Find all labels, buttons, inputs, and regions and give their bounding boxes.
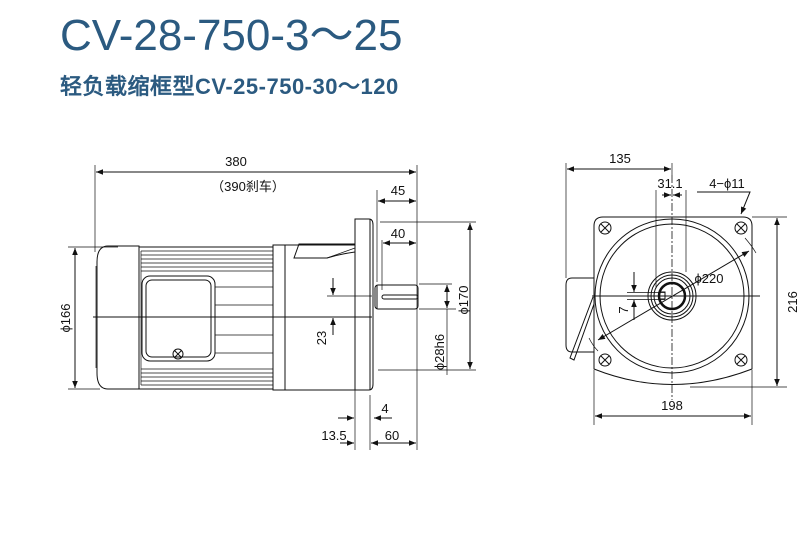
- page-title: CV-28-750-3～25: [60, 11, 403, 60]
- dim-4: 4: [381, 401, 388, 416]
- output-shaft: [374, 284, 419, 310]
- dim-4-holes-phi-11: 4−ϕ11: [709, 176, 745, 191]
- dim-phi-170: ϕ170: [456, 286, 471, 315]
- dim-13-5: 13.5: [321, 428, 346, 443]
- dim-216: 216: [785, 291, 800, 313]
- dim-380: 380: [225, 154, 247, 169]
- page-subtitle: 轻负载缩框型CV-25-750-30～120: [60, 74, 399, 99]
- dim-390-brake: （390刹车）: [211, 179, 285, 194]
- bolt-hole-icon: [734, 221, 748, 235]
- dim-7: 7: [616, 306, 631, 313]
- terminal-box: [141, 275, 216, 362]
- dim-phi-28h6: ϕ28h6: [432, 334, 447, 370]
- screw-icon: [172, 348, 184, 360]
- dim-45: 45: [391, 183, 405, 198]
- dim-phi-166: ϕ166: [58, 304, 73, 333]
- dim-40: 40: [391, 226, 405, 241]
- bolt-hole-icon: [598, 221, 612, 235]
- dim-31-1: 31.1: [657, 176, 682, 191]
- dim-198: 198: [661, 398, 683, 413]
- dim-60: 60: [385, 428, 399, 443]
- bolt-hole-icon: [734, 353, 748, 367]
- dim-135: 135: [609, 151, 631, 166]
- terminal-box-side: [565, 277, 594, 353]
- dim-phi-220: ϕ220: [695, 271, 724, 286]
- mounting-plate: [593, 216, 753, 385]
- side-view: 380 （390刹车） 45 40 ϕ170 ϕ28h6 23 ϕ166: [58, 154, 476, 450]
- bolt-hole-icon: [598, 353, 612, 367]
- motor-finned-body: [138, 246, 274, 390]
- dim-23: 23: [314, 331, 329, 345]
- front-view: 135 31.1 4−ϕ11 216 198 ϕ220 7: [565, 151, 800, 425]
